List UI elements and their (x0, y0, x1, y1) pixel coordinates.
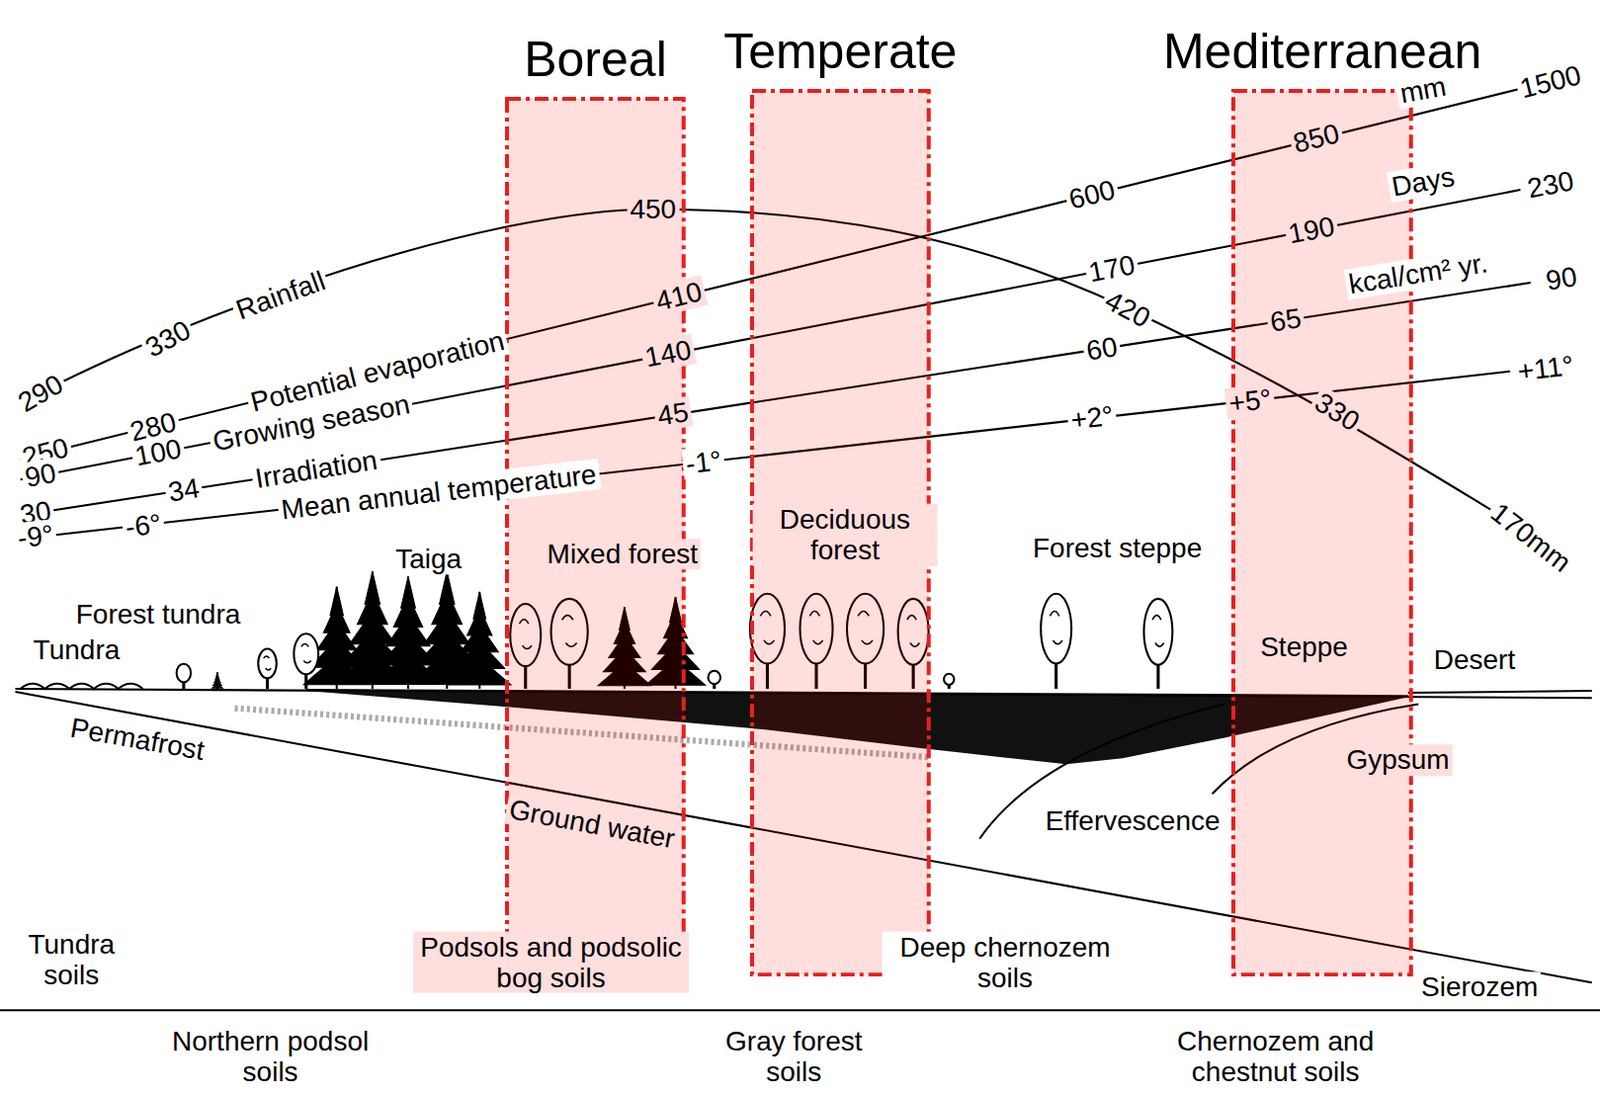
curve-value: 600 (1062, 173, 1121, 217)
vegetation-label: Steppe (1257, 631, 1351, 663)
curve-name: Rainfall (229, 264, 333, 328)
soil-label: Sierozem (1418, 972, 1541, 1004)
deciduous-tree-figure (708, 671, 721, 689)
zone-heading: Temperate (723, 24, 957, 80)
curve-value: 90 (1540, 259, 1583, 297)
curve-value: 450 (626, 193, 679, 225)
zone-heading: Mediterranean (1163, 24, 1482, 80)
soil-label: Chernozem and chestnut soils (1163, 1024, 1389, 1088)
curve-value: 230 (1522, 164, 1581, 205)
baseline (0, 1009, 1600, 1011)
curve-value: 170mm (1482, 495, 1580, 581)
soil-label: Tundra soils (14, 927, 128, 991)
subsurface-label: Effervescence (1042, 805, 1224, 837)
curve-value: 45 (653, 396, 695, 433)
subsurface-label: Gypsum (1343, 745, 1452, 776)
curve-value: +11° (1513, 349, 1579, 388)
curve-value: +2° (1066, 400, 1118, 437)
curve-value: -9° (12, 518, 58, 555)
spruce-figure (447, 591, 511, 689)
soil-label: Gray forest soils (701, 1024, 887, 1088)
curve-value: -6° (120, 507, 166, 544)
vegetation-label: Forest tundra (73, 598, 245, 630)
spruce-figure (212, 672, 224, 689)
soil-label: Podsols and podsolic bog soils (413, 930, 690, 994)
curve-value: 330 (138, 313, 199, 365)
deciduous-tree-figure (257, 648, 277, 688)
desert-surface (1408, 690, 1593, 693)
vegetation-label: Mixed forest (544, 538, 702, 570)
curve-value: 90 (19, 456, 62, 495)
effervescence-line (979, 703, 1225, 839)
vegetation-label: Taiga (392, 543, 465, 575)
tundra-hummocks (20, 683, 144, 689)
zone-heading: Boreal (523, 32, 668, 87)
curve-value: 420 (1096, 283, 1158, 336)
vegetation-label: Tundra (30, 634, 124, 666)
deciduous-tree-figure (293, 633, 319, 689)
curve-value: 170 (1084, 248, 1142, 289)
curve-value: 290 (10, 366, 72, 421)
soil-label: Northern podsol soils (152, 1024, 388, 1088)
curve-value: 1500 (1515, 58, 1589, 105)
curve-value: 65 (1264, 302, 1307, 339)
subsurface-label: Permafrost (65, 711, 210, 767)
vegetation-label: Desert (1431, 644, 1518, 675)
deciduous-tree-figure (943, 673, 954, 689)
curve-value: -1° (681, 444, 727, 481)
vegetation-label: Forest steppe (1029, 533, 1205, 565)
curve-value: 34 (163, 471, 205, 508)
deciduous-tree-figure (1040, 593, 1072, 689)
deciduous-tree-figure (1143, 598, 1173, 689)
curve-value: +5° (1224, 382, 1276, 420)
curve-value: 60 (1081, 331, 1123, 368)
band-rect (1233, 90, 1412, 975)
soil-label: Deep chernozem soils (882, 930, 1129, 994)
deciduous-tree-figure (176, 664, 191, 689)
vegetation-label: Deciduous forest (753, 504, 938, 567)
